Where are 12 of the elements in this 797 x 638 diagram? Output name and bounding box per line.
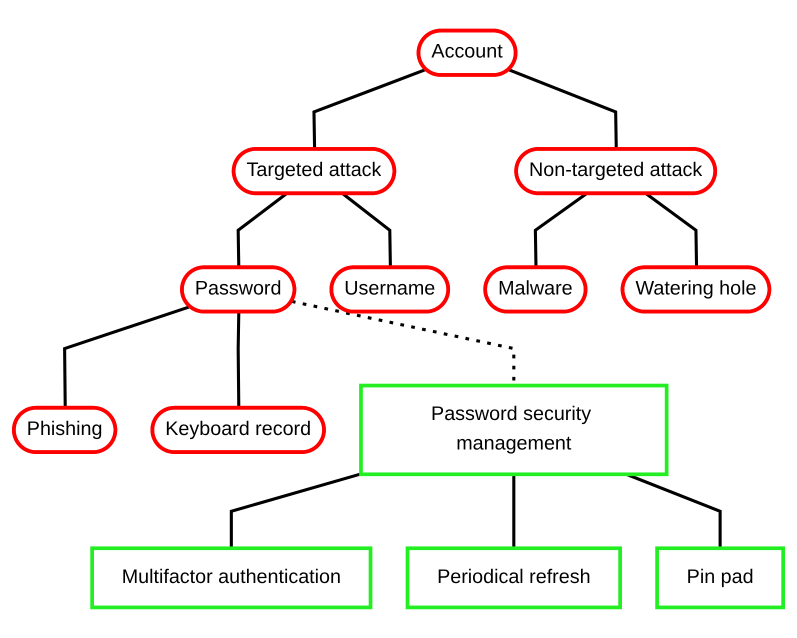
node-box: Periodical refresh	[406, 546, 622, 610]
connector	[534, 192, 588, 268]
connector	[342, 192, 392, 268]
connector	[230, 472, 362, 548]
connector	[236, 192, 288, 268]
connector	[512, 474, 516, 548]
node-box: Pin pad	[655, 546, 785, 610]
connector	[645, 192, 698, 268]
node-box: Password security management	[359, 384, 668, 476]
connector	[63, 305, 191, 408]
node-box: Multifactor authentication	[90, 546, 372, 610]
connector	[236, 312, 240, 408]
